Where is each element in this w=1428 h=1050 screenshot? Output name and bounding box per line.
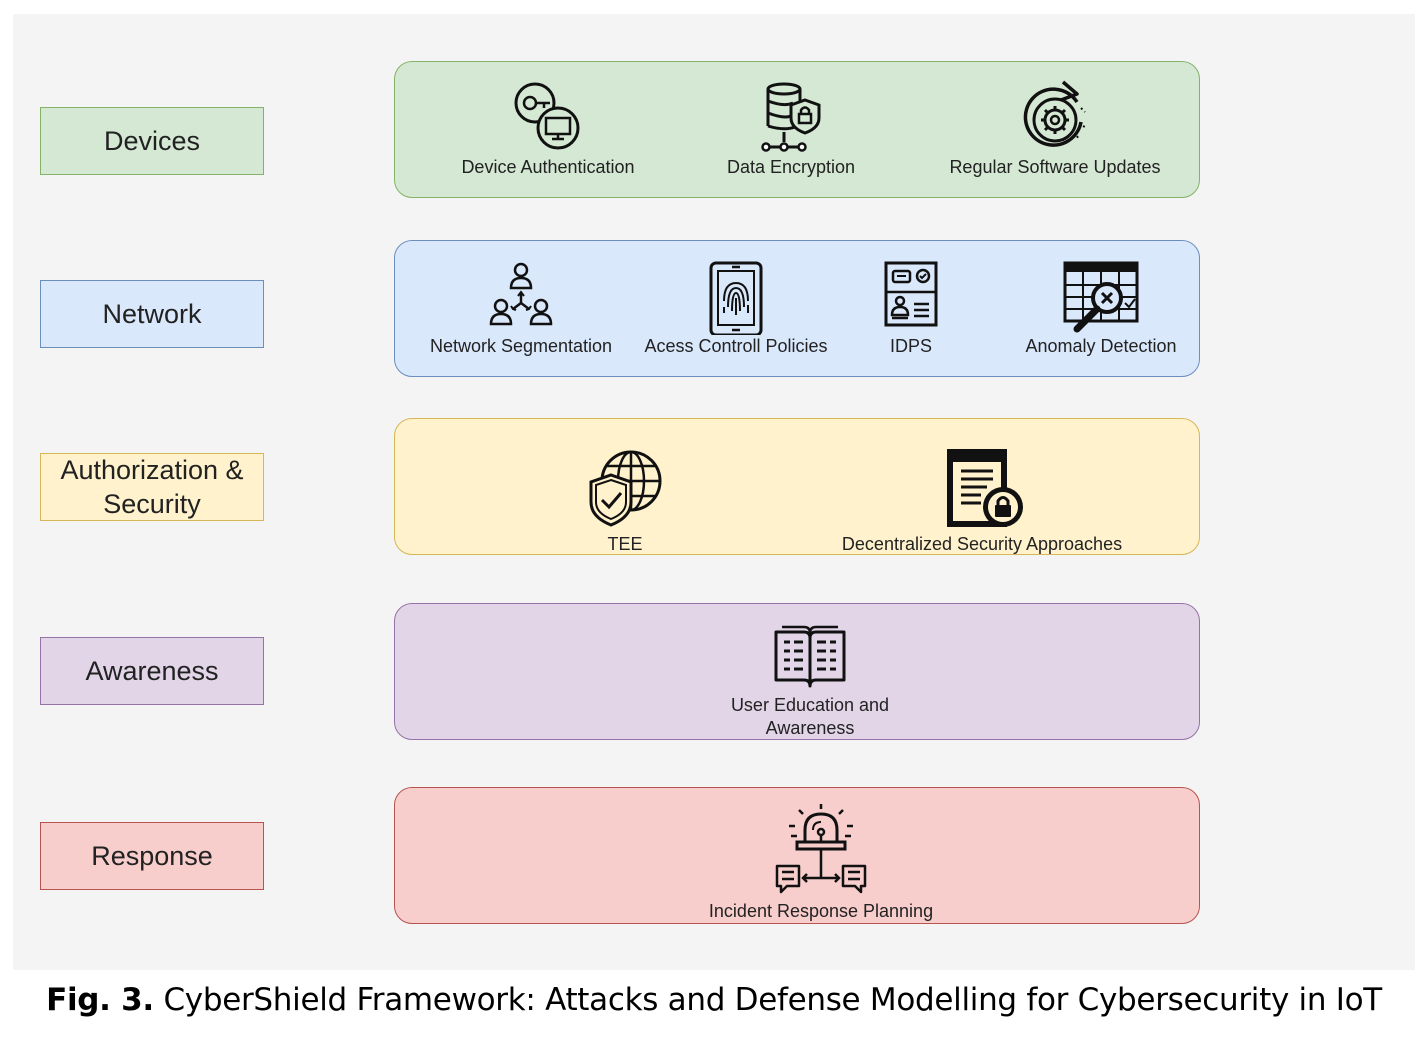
layer-label-text: Awareness: [85, 656, 219, 686]
item-device-authentication: Device Authentication: [435, 76, 661, 179]
layer-label-devices: Devices: [40, 107, 264, 175]
database-lock-icon: [761, 82, 821, 152]
item-anomaly-detection: Anomaly Detection: [1003, 261, 1199, 358]
open-book-icon: [774, 625, 846, 688]
band-response: Incident Response Planning: [394, 787, 1200, 924]
item-caption: Network Segmentation: [429, 336, 613, 356]
document-lock-icon: [947, 449, 1023, 527]
item-tee: TEE: [525, 445, 725, 556]
item-idps: IDPS: [849, 261, 973, 358]
figure-caption-label: Fig. 3.: [46, 982, 154, 1018]
item-caption: Incident Response Planning: [708, 901, 934, 921]
fingerprint-tablet-icon: [709, 261, 763, 335]
layer-label-text: Authorization & Security: [60, 455, 244, 519]
globe-shield-icon: [589, 450, 662, 527]
layer-label-response: Response: [40, 822, 264, 890]
layer-label-authorization-security: Authorization & Security: [40, 453, 264, 521]
figure-caption-text: CyberShield Framework: Attacks and Defen…: [153, 982, 1382, 1018]
alarm-chat-icon: [775, 804, 867, 894]
item-caption: TEE: [607, 534, 643, 554]
gear-refresh-icon: [1023, 80, 1088, 147]
user-network-icon: [489, 262, 553, 326]
item-caption: Decentralized Security Approaches: [841, 534, 1123, 554]
item-caption: User Education and Awareness: [730, 695, 890, 738]
item-caption: Device Authentication: [461, 157, 635, 177]
item-network-segmentation: Network Segmentation: [421, 261, 621, 358]
layer-label-text: Network: [102, 299, 202, 329]
item-regular-software-updates: Regular Software Updates: [935, 76, 1175, 179]
diagram-canvas: Devices Device Authentication: [13, 14, 1415, 970]
layer-label-text: Response: [91, 841, 213, 871]
band-devices: Device Authentication Data Encryption: [394, 61, 1200, 198]
item-caption: Anomaly Detection: [1025, 336, 1177, 356]
item-data-encryption: Data Encryption: [691, 76, 891, 179]
item-user-education: User Education and Awareness: [695, 624, 925, 740]
item-caption: Regular Software Updates: [949, 157, 1161, 177]
item-incident-response-planning: Incident Response Planning: [691, 802, 951, 923]
band-network: Network Segmentation Acess Controll Poli…: [394, 240, 1200, 377]
item-access-control-policies: Acess Controll Policies: [633, 261, 839, 358]
item-caption: Data Encryption: [726, 157, 856, 177]
item-caption: IDPS: [889, 336, 932, 356]
item-decentralized-security-approaches: Decentralized Security Approaches: [825, 445, 1139, 556]
figure-caption: Fig. 3. CyberShield Framework: Attacks a…: [0, 982, 1428, 1018]
id-card-icon: [884, 261, 938, 327]
layer-label-network: Network: [40, 280, 264, 348]
key-monitor-icon: [514, 82, 580, 150]
layer-label-awareness: Awareness: [40, 637, 264, 705]
item-caption: Acess Controll Policies: [644, 336, 828, 356]
magnifier-grid-icon: [1063, 261, 1139, 333]
band-authorization-security: TEE Decentralized Security Approaches: [394, 418, 1200, 555]
band-awareness: User Education and Awareness: [394, 603, 1200, 740]
layer-label-text: Devices: [103, 126, 201, 156]
